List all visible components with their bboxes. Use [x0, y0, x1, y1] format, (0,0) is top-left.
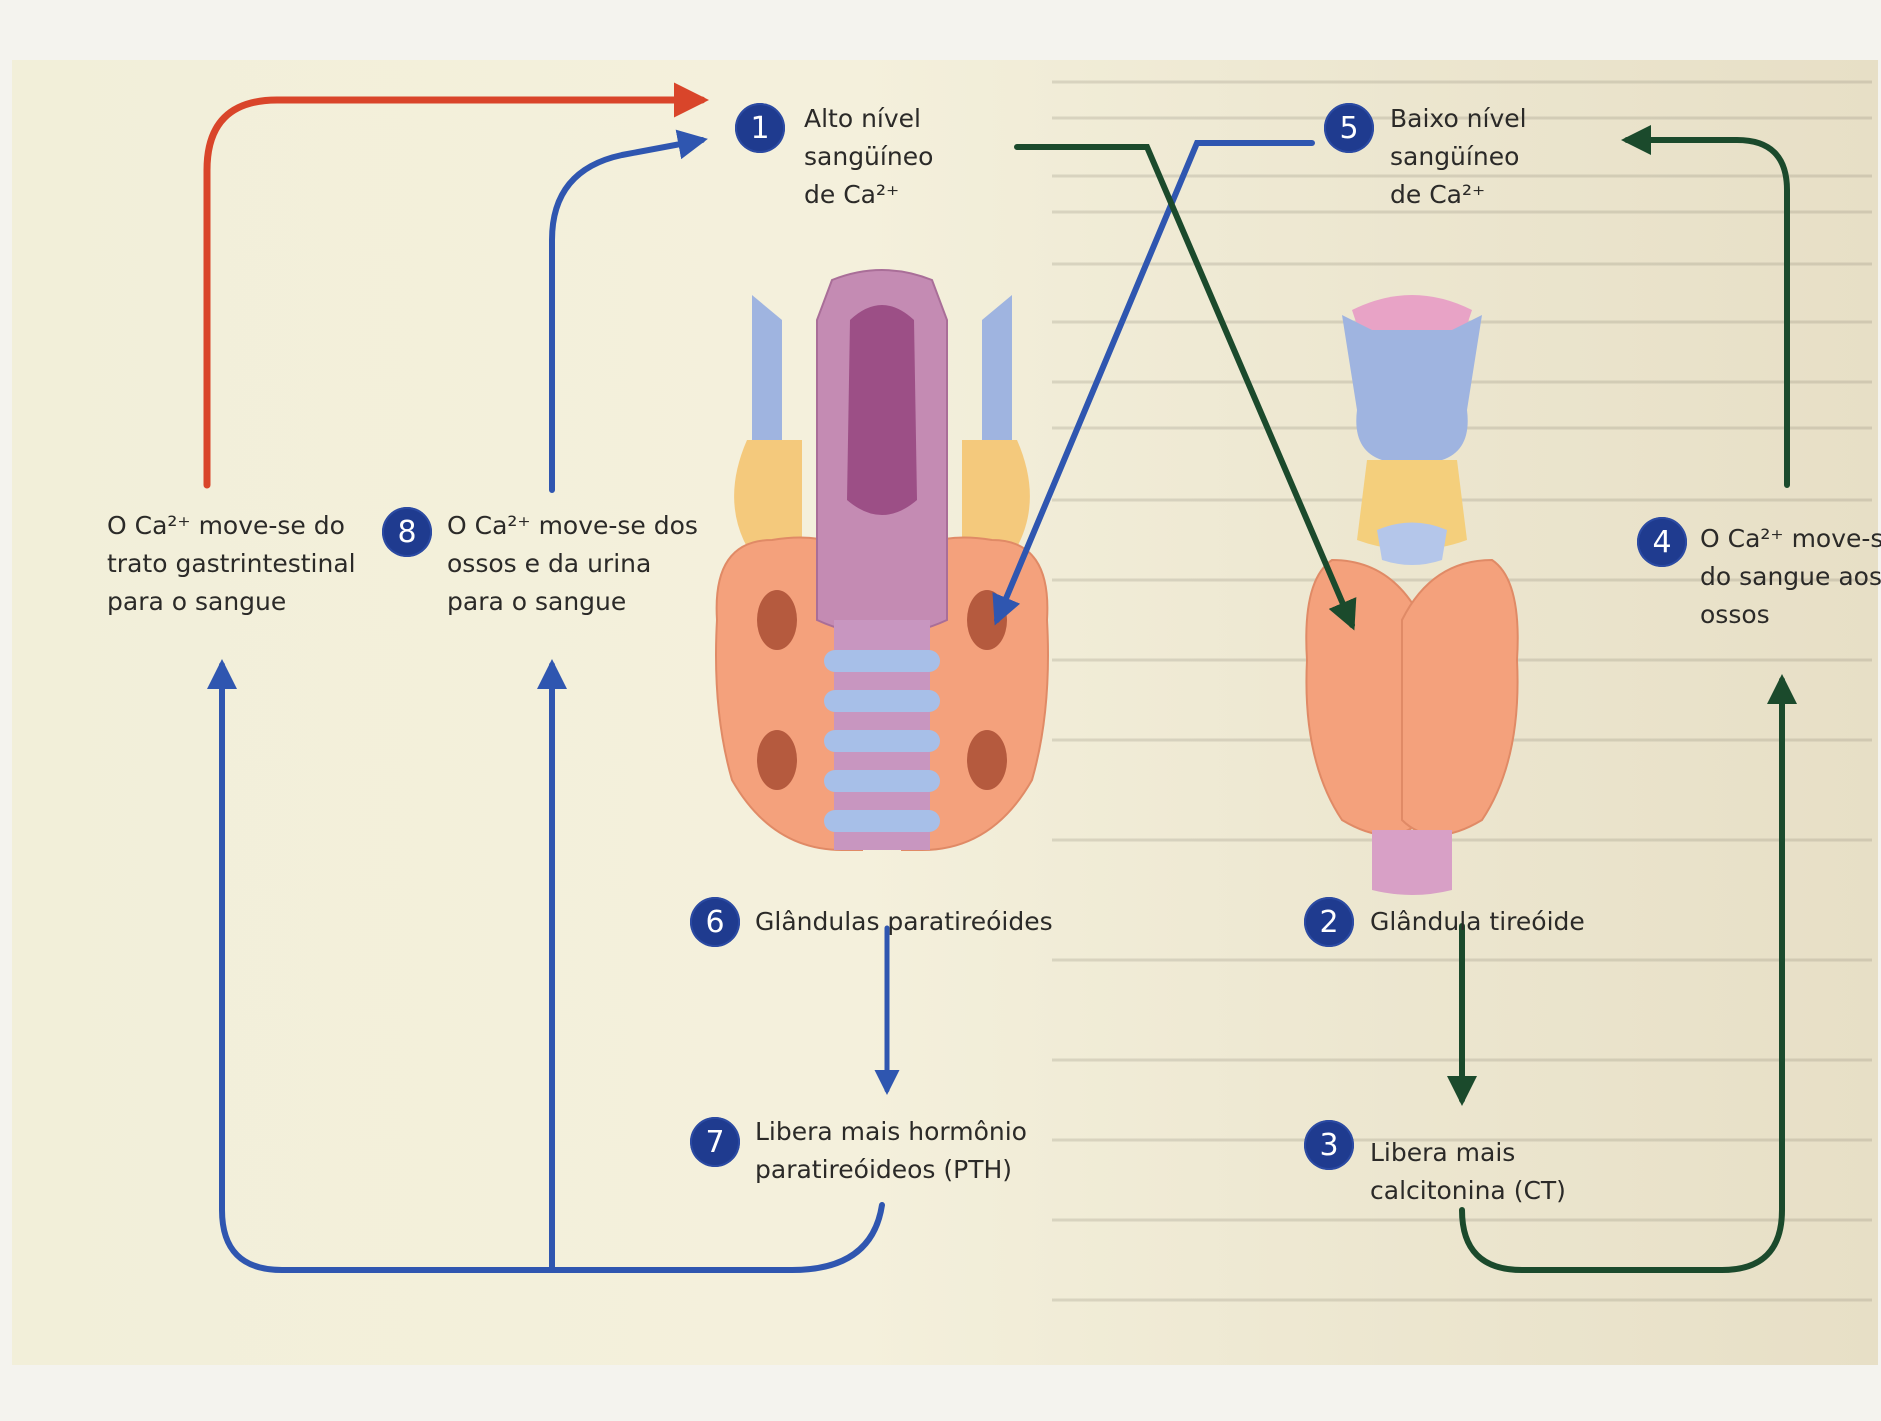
arrow-gi-to-high-level	[207, 100, 702, 485]
step-6-line-1: Glândulas paratireóides	[755, 903, 1053, 941]
step-5-label: Baixo nível sangüíneo de Ca²⁺	[1390, 100, 1527, 214]
step-5-badge: 5	[1324, 103, 1374, 153]
parathyroid-illustration	[716, 270, 1048, 850]
step-3-line-2: calcitonina (CT)	[1370, 1172, 1566, 1210]
step-3-badge: 3	[1304, 1120, 1354, 1170]
step-5-line-2: sangüíneo	[1390, 138, 1527, 176]
gi-tract-label: O Ca²⁺ move-se do trato gastrintestinal …	[107, 507, 356, 621]
step-1-line-3: de Ca²⁺	[804, 176, 933, 214]
step-1-line-1: Alto nível	[804, 100, 933, 138]
step-8-badge: 8	[382, 507, 432, 557]
step-6-badge: 6	[690, 897, 740, 947]
step-3-label: Libera mais calcitonina (CT)	[1370, 1134, 1566, 1210]
step-2-line-1: Glândula tireóide	[1370, 903, 1585, 941]
gi-line-1: O Ca²⁺ move-se do	[107, 507, 356, 545]
step-8-label: O Ca²⁺ move-se dos ossos e da urina para…	[447, 507, 698, 621]
step-8-line-3: para o sangue	[447, 583, 698, 621]
step-4-line-3: ossos	[1700, 596, 1881, 634]
step-8-line-2: ossos e da urina	[447, 545, 698, 583]
step-5-line-1: Baixo nível	[1390, 100, 1527, 138]
step-4-line-2: do sangue aos	[1700, 558, 1881, 596]
step-5-line-3: de Ca²⁺	[1390, 176, 1527, 214]
step-7-line-2: paratireóideos (PTH)	[755, 1151, 1027, 1189]
arrow-high-level-to-thyroid	[1017, 147, 1352, 625]
step-7-badge: 7	[690, 1117, 740, 1167]
step-3-line-1: Libera mais	[1370, 1134, 1566, 1172]
step-7-label: Libera mais hormônio paratireóideos (PTH…	[755, 1113, 1027, 1189]
arrow-bones-to-high-level	[552, 140, 702, 490]
step-1-label: Alto nível sangüíneo de Ca²⁺	[804, 100, 933, 214]
step-6-label: Glândulas paratireóides	[755, 903, 1053, 941]
step-4-label: O Ca²⁺ move-se do sangue aos ossos	[1700, 520, 1881, 634]
step-1-badge: 1	[735, 103, 785, 153]
step-2-badge: 2	[1304, 897, 1354, 947]
step-4-badge: 4	[1637, 517, 1687, 567]
step-7-line-1: Libera mais hormônio	[755, 1113, 1027, 1151]
arrow-bones-to-low-level	[1627, 140, 1787, 485]
gi-line-2: trato gastrintestinal	[107, 545, 356, 583]
step-4-line-1: O Ca²⁺ move-se	[1700, 520, 1881, 558]
step-8-line-1: O Ca²⁺ move-se dos	[447, 507, 698, 545]
gi-line-3: para o sangue	[107, 583, 356, 621]
step-1-line-2: sangüíneo	[804, 138, 933, 176]
figure-page: 1 Alto nível sangüíneo de Ca²⁺ 5 Baixo n…	[12, 60, 1878, 1365]
step-2-label: Glândula tireóide	[1370, 903, 1585, 941]
